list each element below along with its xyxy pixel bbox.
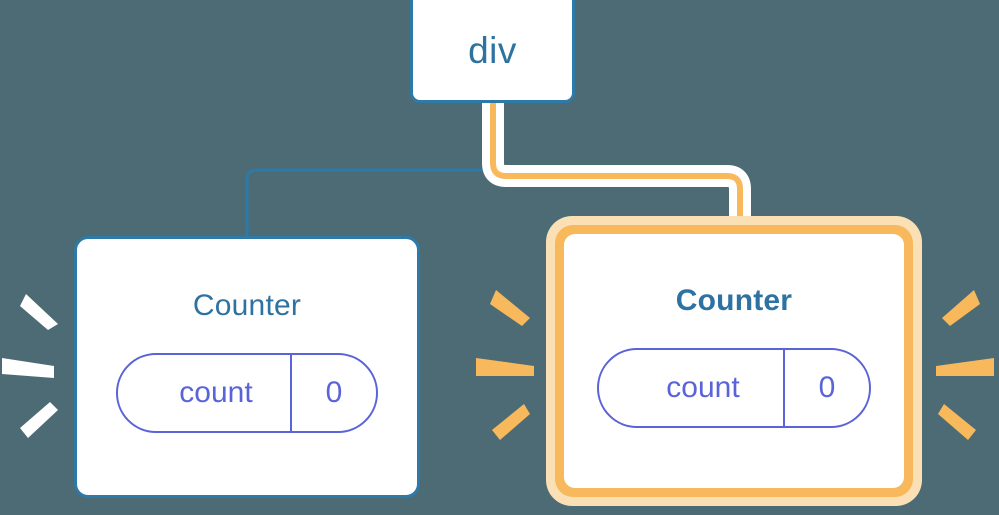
sparkle-wedge-middle	[2, 358, 54, 378]
node-counter-left-label: Counter	[192, 289, 302, 322]
node-counter-right-highlight-ring: Counter count 0	[555, 225, 913, 497]
node-counter-right-label: Counter	[675, 284, 793, 317]
sparkle-wedge-lower	[492, 404, 530, 440]
state-pill-right: count 0	[597, 348, 871, 428]
state-pill-left: count 0	[116, 353, 378, 433]
sparkle-burst-right	[930, 272, 999, 462]
sparkle-wedge-upper	[490, 290, 530, 326]
node-counter-right[interactable]: Counter count 0	[564, 234, 904, 488]
state-value-label: 0	[290, 355, 376, 431]
sparkle-wedge-middle	[936, 358, 994, 376]
node-counter-right-highlight-glow: Counter count 0	[546, 216, 922, 506]
state-key-label: count	[179, 376, 253, 409]
node-counter-left[interactable]: Counter count 0	[74, 236, 420, 498]
sparkle-wedge-lower	[20, 402, 58, 438]
sparkle-wedge-middle	[476, 358, 534, 376]
sparkle-burst-left	[2, 272, 72, 462]
edge-root-to-counter-right-halo	[482, 103, 751, 226]
sparkle-burst-middle	[466, 272, 536, 462]
node-div[interactable]: div	[410, 0, 575, 103]
sparkle-wedge-lower	[938, 404, 976, 440]
node-div-label: div	[468, 30, 517, 71]
sparkle-wedge-upper	[20, 294, 58, 330]
edge-root-to-counter-left	[245, 101, 495, 240]
state-value-label: 0	[783, 350, 869, 426]
sparkle-wedge-upper	[942, 290, 980, 326]
edge-root-to-counter-right	[490, 103, 743, 226]
state-key-label: count	[666, 371, 740, 404]
